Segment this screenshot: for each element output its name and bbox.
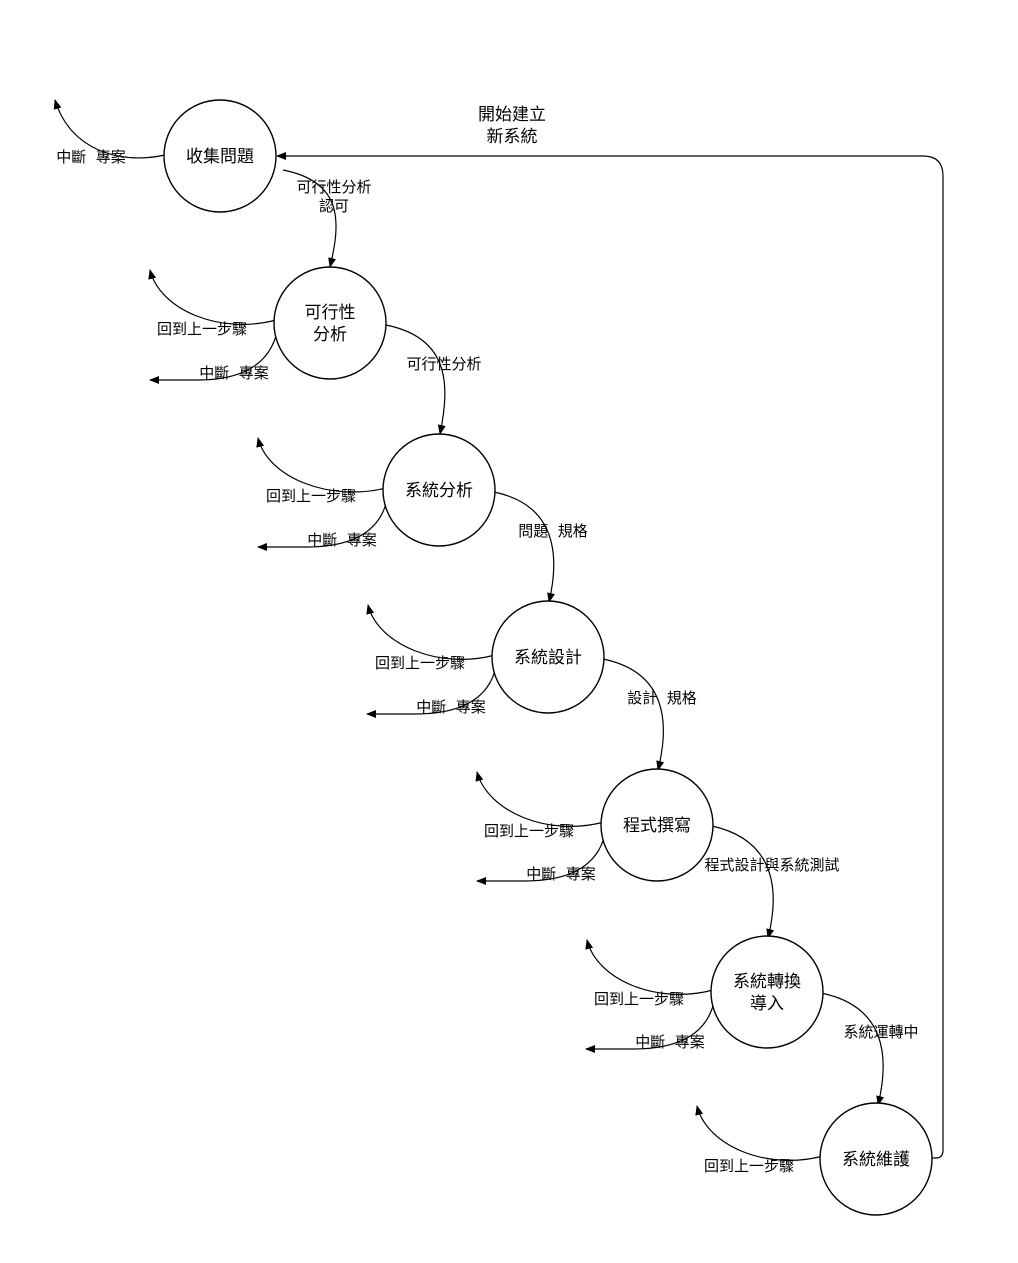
abort-arrow-analysis	[257, 499, 388, 551]
abort-arrow-design	[366, 666, 497, 718]
abort-arrow-collect	[53, 99, 166, 159]
edge-label-restart-line1: 開始建立	[478, 105, 546, 125]
node-conversion-label-line2: 導入	[750, 994, 784, 1014]
edge-label-collect-feasibility-line1: 可行性分析	[296, 178, 371, 196]
edge-feasibility-to-analysis	[385, 324, 446, 435]
node-conversion: 系統轉換 導入	[710, 935, 824, 1049]
edge-analysis-to-design	[493, 491, 555, 603]
node-collect: 收集問題	[163, 99, 277, 213]
edge-maintenance-to-collect	[276, 152, 944, 1159]
edge-label-collect-feasibility-line2: 認可	[319, 197, 349, 215]
back-label-conversion: 回到上一步驟	[594, 990, 684, 1008]
node-analysis: 系統分析	[382, 433, 496, 547]
abort-arrow-coding	[476, 833, 606, 885]
abort-label-analysis: 中斷 專案	[307, 531, 377, 549]
back-label-maintenance: 回到上一步驟	[704, 1157, 794, 1175]
node-design: 系統設計	[491, 600, 605, 714]
abort-label-collect: 中斷 專案	[56, 148, 126, 166]
node-coding-label: 程式撰寫	[623, 816, 691, 836]
back-arrow-coding	[475, 771, 605, 827]
node-feasibility: 可行性 分析	[273, 266, 387, 380]
back-label-analysis: 回到上一步驟	[266, 487, 356, 505]
back-arrow-design	[366, 604, 496, 660]
node-conversion-label-line1: 系統轉換	[733, 972, 801, 992]
edge-label-conversion-maintenance: 系統運轉中	[843, 1023, 918, 1041]
edge-coding-to-conversion	[711, 825, 775, 939]
abort-label-design: 中斷 專案	[416, 698, 486, 716]
node-design-label: 系統設計	[514, 648, 582, 668]
edge-conversion-to-maintenance	[820, 992, 885, 1106]
abort-arrow-feasibility	[149, 331, 278, 384]
abort-label-coding: 中斷 專案	[526, 865, 596, 883]
edge-label-feasibility-analysis: 可行性分析	[406, 355, 481, 373]
edge-label-restart-line2: 新系統	[487, 127, 538, 147]
node-maintenance-label: 系統維護	[842, 1150, 910, 1170]
back-label-coding: 回到上一步驟	[484, 822, 574, 840]
edge-label-coding-conversion: 程式設計與系統測試	[704, 856, 839, 874]
back-label-feasibility: 回到上一步驟	[157, 320, 247, 338]
edge-design-to-coding	[602, 658, 665, 771]
node-maintenance: 系統維護	[819, 1102, 933, 1216]
back-arrow-analysis	[256, 437, 387, 493]
abort-label-conversion: 中斷 專案	[635, 1033, 705, 1051]
node-feasibility-label-line2: 分析	[313, 325, 347, 345]
abort-arrow-conversion	[585, 1001, 715, 1053]
node-analysis-label: 系統分析	[405, 481, 473, 501]
back-arrow-feasibility	[148, 269, 277, 325]
edge-collect-to-feasibility	[282, 169, 337, 268]
node-coding: 程式撰寫	[600, 768, 714, 882]
back-arrow-conversion	[585, 939, 714, 995]
node-feasibility-label-line1: 可行性	[305, 303, 356, 323]
back-arrow-maintenance	[695, 1105, 824, 1161]
node-collect-label: 收集問題	[186, 147, 254, 167]
abort-label-feasibility: 中斷 專案	[199, 364, 269, 382]
edge-label-analysis-design: 問題 規格	[518, 522, 588, 540]
back-label-design: 回到上一步驟	[375, 654, 465, 672]
edge-label-design-coding: 設計 規格	[627, 689, 697, 707]
